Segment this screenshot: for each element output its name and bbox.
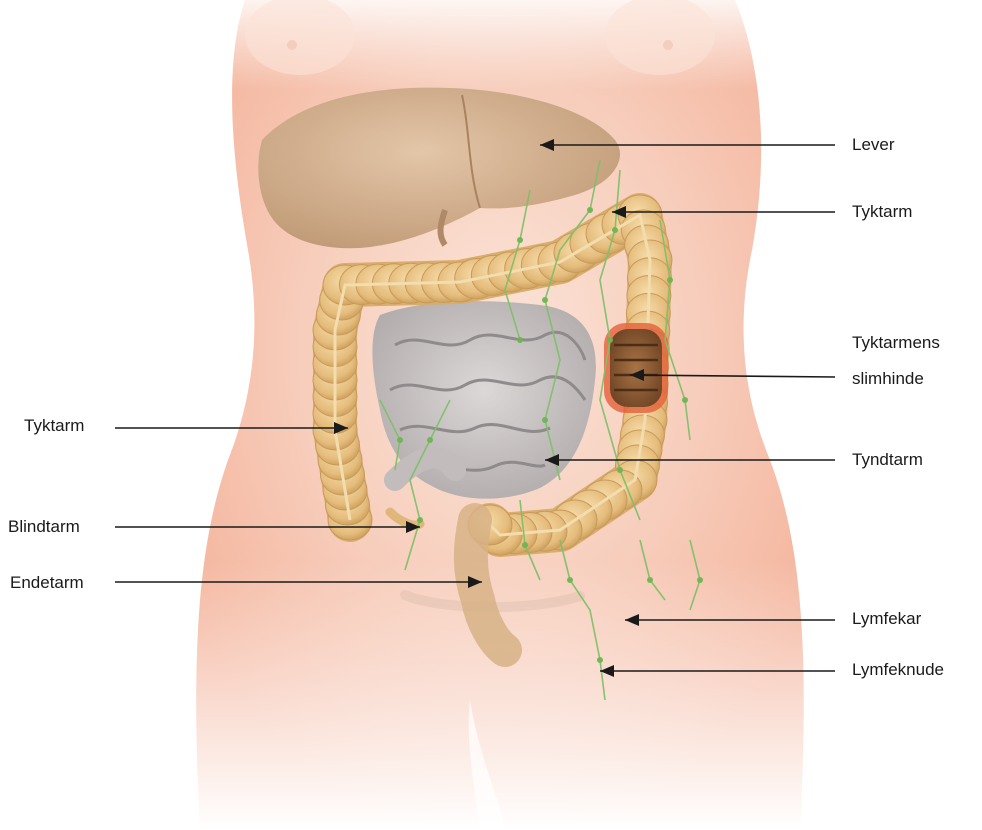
lymph-node xyxy=(617,467,623,473)
label-lever: Lever xyxy=(852,135,895,155)
lymph-node xyxy=(522,542,528,548)
label-tyktarm-right: Tyktarm xyxy=(852,202,912,222)
lymph-node xyxy=(397,437,403,443)
lymph-node xyxy=(612,227,618,233)
lymph-node xyxy=(587,207,593,213)
label-tyktarmens-line2: slimhinde xyxy=(852,369,924,389)
lymph-node xyxy=(567,577,573,583)
lymph-node xyxy=(597,657,603,663)
lymph-node xyxy=(417,517,423,523)
label-lymfeknude: Lymfeknude xyxy=(852,660,944,680)
lymph-node xyxy=(517,237,523,243)
lymph-node xyxy=(607,337,613,343)
label-endetarm: Endetarm xyxy=(10,573,84,593)
label-tyndtarm: Tyndtarm xyxy=(852,450,923,470)
lymph-node xyxy=(647,577,653,583)
label-tyktarm-left: Tyktarm xyxy=(24,416,84,436)
colon-mucosa xyxy=(604,323,668,413)
label-tyktarmens-line1: Tyktarmens xyxy=(852,333,940,353)
lymph-node xyxy=(542,297,548,303)
lymph-node xyxy=(427,437,433,443)
label-blindtarm: Blindtarm xyxy=(8,517,80,537)
lymph-node xyxy=(682,397,688,403)
lymph-node xyxy=(667,277,673,283)
lymph-node xyxy=(517,337,523,343)
small-intestine xyxy=(372,301,595,499)
lymph-node xyxy=(697,577,703,583)
lymph-node xyxy=(542,417,548,423)
label-lymfekar: Lymfekar xyxy=(852,609,921,629)
